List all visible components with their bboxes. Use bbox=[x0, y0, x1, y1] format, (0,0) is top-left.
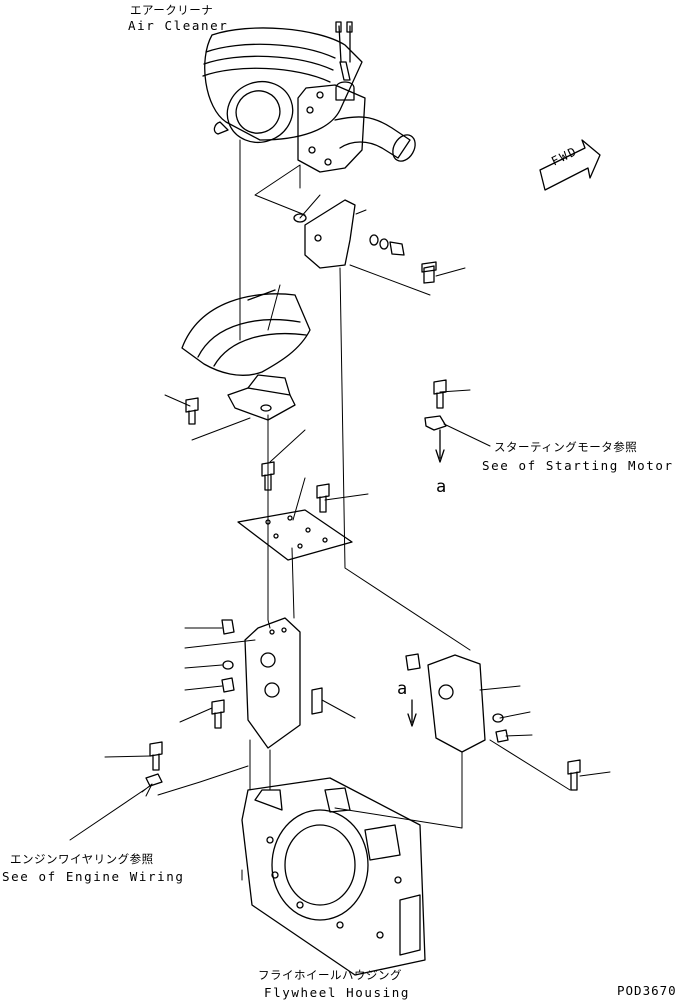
engine-wiring-label-jp: エンジンワイヤリング参照 bbox=[10, 852, 154, 866]
flywheel-housing bbox=[242, 778, 425, 975]
starting-motor-label-en: See of Starting Motor bbox=[482, 458, 674, 473]
left-bracket bbox=[222, 618, 300, 748]
engine-wiring-label-en: See of Engine Wiring bbox=[2, 869, 185, 884]
air-cleaner bbox=[203, 22, 420, 172]
assembly-lines bbox=[158, 140, 570, 880]
fwd-arrow-shape bbox=[540, 140, 600, 190]
right-bracket bbox=[406, 654, 508, 752]
ref-arrow-upper bbox=[436, 430, 444, 462]
air-cleaner-label-en: Air Cleaner bbox=[128, 18, 229, 33]
ref-arrow-lower bbox=[408, 700, 416, 726]
flywheel-housing-label-en: Flywheel Housing bbox=[264, 985, 411, 1000]
air-cleaner-band bbox=[182, 290, 310, 420]
mounting-plate bbox=[238, 510, 352, 560]
upper-bracket bbox=[294, 200, 436, 283]
air-cleaner-label-jp: エアークリーナ bbox=[130, 3, 214, 17]
engine-wiring-clip bbox=[146, 774, 162, 786]
reference-a-lower: a bbox=[397, 679, 409, 699]
callout-leaders bbox=[70, 195, 610, 840]
reference-a-upper: a bbox=[436, 477, 448, 497]
drawing-number: POD3670 bbox=[617, 983, 677, 998]
flywheel-housing-label-jp: フライホイールハウジング bbox=[258, 968, 402, 982]
starting-motor-label-jp: スターティングモータ参照 bbox=[494, 440, 638, 454]
starting-motor-clamp bbox=[425, 416, 446, 430]
